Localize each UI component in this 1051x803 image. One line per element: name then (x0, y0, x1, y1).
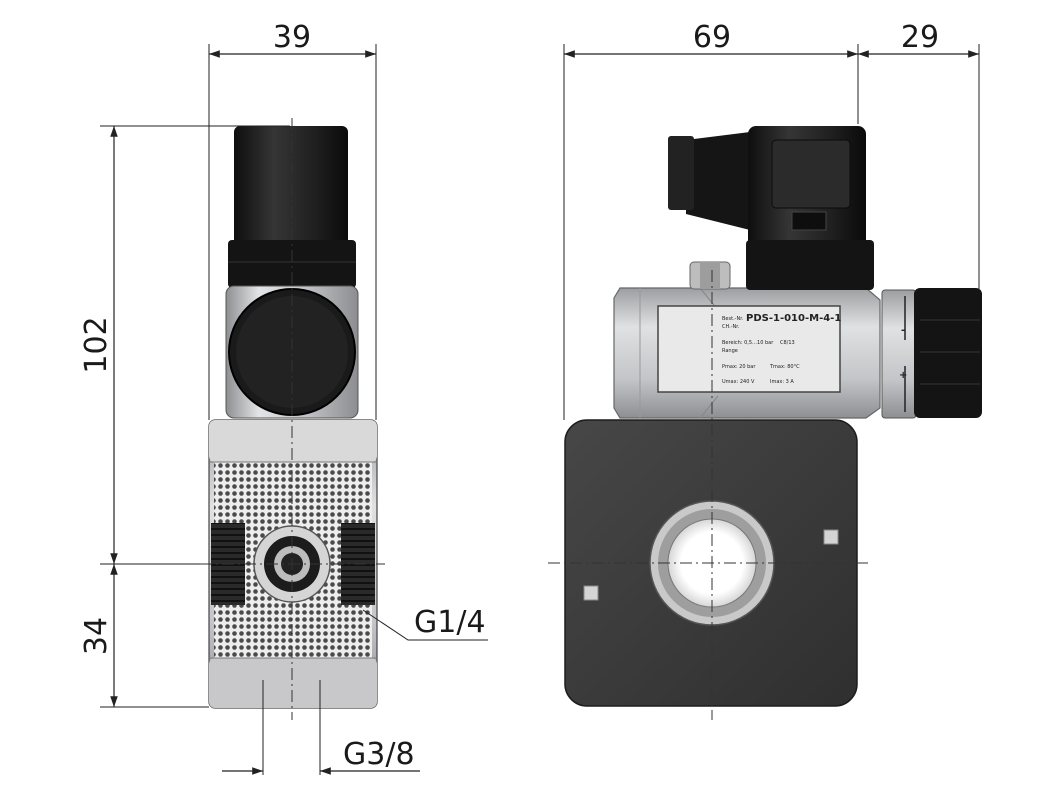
left-dimensions: 39 102 34 G1/4 G3/8 (79, 20, 488, 775)
marker-square (583, 585, 599, 601)
right-dimensions: 69 29 (563, 20, 980, 420)
dim-width-adjuster: 29 (901, 20, 939, 55)
connector-latch (791, 211, 827, 231)
nameplate (657, 305, 841, 393)
nameplate-field4: Range (722, 348, 738, 354)
right-view: Best.-Nr. PDS-1-010-M-4-1 CH.-Nr. Bereic… (548, 126, 982, 720)
adjuster-minus: - (901, 325, 905, 336)
nameplate-field3-value: C8/13 (780, 340, 795, 346)
dim-width-left: 39 (273, 20, 311, 55)
adjuster-knob-side (914, 288, 982, 418)
left-view (200, 118, 385, 775)
dim-height-lower: 34 (79, 617, 114, 655)
nameplate-field6-value: Imax: 3 A (770, 379, 794, 385)
marker-square (823, 529, 839, 545)
dim-height-total: 102 (79, 316, 114, 373)
thread-bottom-label: G3/8 (343, 737, 415, 772)
nameplate-field3: Bereich: 0,5…10 bar (722, 340, 774, 346)
adjuster-plus: + (899, 370, 907, 381)
dim-width-body: 69 (693, 20, 731, 55)
connector-base (228, 240, 356, 288)
thread-side-label: G1/4 (414, 605, 486, 640)
connector-plug (234, 126, 348, 246)
nameplate-field5-value: Tmax: 80°C (769, 364, 800, 370)
adjuster-scale-ring (881, 289, 917, 419)
nameplate-field2: CH.-Nr. (722, 324, 740, 330)
nameplate-field6: Umax: 240 V (722, 379, 755, 385)
nameplate-field1: Best.-Nr. (722, 316, 744, 322)
nameplate-field5: Pmax: 20 bar (722, 364, 756, 370)
cable-gland (686, 132, 750, 230)
nameplate-model: PDS-1-010-M-4-1 (746, 313, 841, 324)
connector-base-side (746, 240, 874, 290)
